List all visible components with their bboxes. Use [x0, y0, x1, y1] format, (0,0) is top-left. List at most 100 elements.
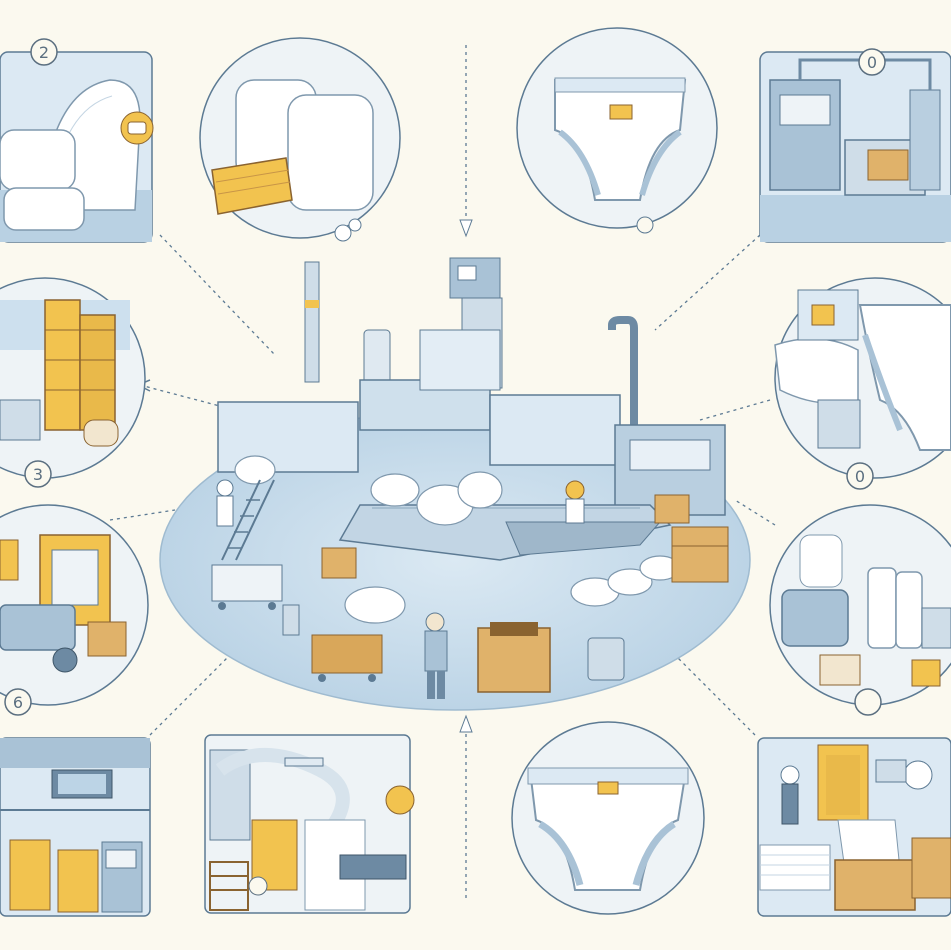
machine-wheel [52, 647, 78, 673]
diaper-waistband [527, 767, 689, 785]
material-storage-bubble: 3 [0, 277, 146, 488]
diaper-waistband [554, 77, 686, 93]
diaper-leg-cuff [538, 820, 676, 886]
bucket [587, 637, 625, 681]
step-number: 3 [33, 465, 43, 484]
finished-diaper-bottom-bubble [511, 721, 705, 915]
trolley-wheel [218, 602, 226, 610]
cart-wheel [368, 674, 376, 682]
step-badge [4, 688, 32, 716]
connector-line [159, 234, 276, 356]
packaging-machine-bubble: 6 [0, 504, 149, 716]
arrow-up-icon [459, 714, 473, 733]
packaging-window [629, 439, 711, 471]
connector-line [734, 499, 776, 526]
diaper-pile [457, 471, 503, 509]
step-badge [858, 48, 886, 76]
machine-column [909, 89, 941, 191]
diaper-fitting-bubble: 0 [774, 277, 951, 490]
sign [284, 757, 324, 767]
central-factory [159, 257, 751, 711]
cabinet [57, 849, 99, 913]
diaper-tab [597, 781, 619, 795]
shipping-box-icon [834, 859, 916, 911]
diaper-leg-cuff [558, 129, 682, 196]
staircase [221, 479, 275, 561]
diaper-leg-cuff [862, 334, 903, 432]
worker [424, 612, 448, 699]
badge-icon [248, 876, 268, 896]
stair-steps [228, 499, 260, 549]
connector-line [654, 234, 761, 331]
fluff-bale [3, 187, 85, 231]
machine-frame-right [489, 394, 621, 466]
shipping-box [477, 627, 551, 693]
cart-wheel [318, 674, 326, 682]
pad-layers [215, 169, 291, 195]
roll-processing-bubble [769, 504, 951, 716]
box-opening [490, 622, 538, 636]
absorbent-pad [287, 94, 374, 211]
control-room-panel [0, 737, 151, 917]
worker [565, 480, 585, 524]
diaper-pile [607, 568, 653, 596]
box [911, 837, 951, 899]
machine-box [867, 149, 909, 181]
steam [215, 748, 350, 835]
connector-line [659, 639, 756, 736]
conveyor [339, 854, 407, 880]
step-number: 2 [39, 43, 49, 62]
machine-window [51, 549, 99, 606]
connector-lines [109, 45, 776, 900]
ladder [209, 861, 249, 911]
box [87, 621, 127, 657]
box [819, 654, 861, 686]
roll [83, 419, 119, 447]
machine-panel [811, 304, 835, 326]
conveyor-grate [505, 521, 662, 556]
machine-upper [419, 329, 501, 391]
trolley-wheel [268, 602, 276, 610]
raw-fluff-rolls-panel: 2 [0, 38, 154, 243]
small-box [321, 547, 357, 579]
assembly-line-panel: 0 [759, 48, 951, 243]
monitor-screen [58, 774, 106, 794]
roll-stack [895, 571, 923, 649]
diaper-stacks [234, 455, 681, 624]
badge-icon [854, 688, 882, 716]
wrapping-machine [0, 604, 76, 651]
bell-icon [385, 785, 415, 815]
diaper-pile [344, 586, 406, 624]
connector-line [149, 639, 246, 736]
tower-window [457, 265, 477, 281]
connector-line [139, 384, 236, 411]
step-number: 0 [855, 467, 865, 486]
worker-head [780, 765, 800, 785]
device [875, 759, 907, 783]
arrow-down-icon [459, 219, 473, 238]
absorbent-pads-bubble [199, 37, 401, 242]
shipping-panel [757, 737, 951, 917]
gear-icon [334, 224, 352, 242]
step-number: 6 [13, 693, 23, 712]
roll-machine [781, 589, 849, 647]
product-stack [759, 844, 831, 891]
worker [216, 479, 234, 527]
cabinet [9, 839, 51, 911]
machine-panel [921, 607, 951, 649]
worker-body [781, 783, 799, 825]
diaper-pile [234, 455, 276, 485]
step-badge [24, 460, 52, 488]
machine-base [0, 399, 41, 441]
yellow-pad-stack [211, 157, 293, 215]
box [911, 659, 941, 687]
diaper-pile [370, 473, 420, 507]
roll-stack-icon [867, 567, 897, 649]
pulp-processing-panel [204, 734, 415, 914]
box-tall [0, 539, 19, 581]
pipe [608, 316, 638, 440]
step-number: 0 [867, 53, 877, 72]
display [105, 849, 137, 869]
hand-icon [774, 337, 859, 405]
